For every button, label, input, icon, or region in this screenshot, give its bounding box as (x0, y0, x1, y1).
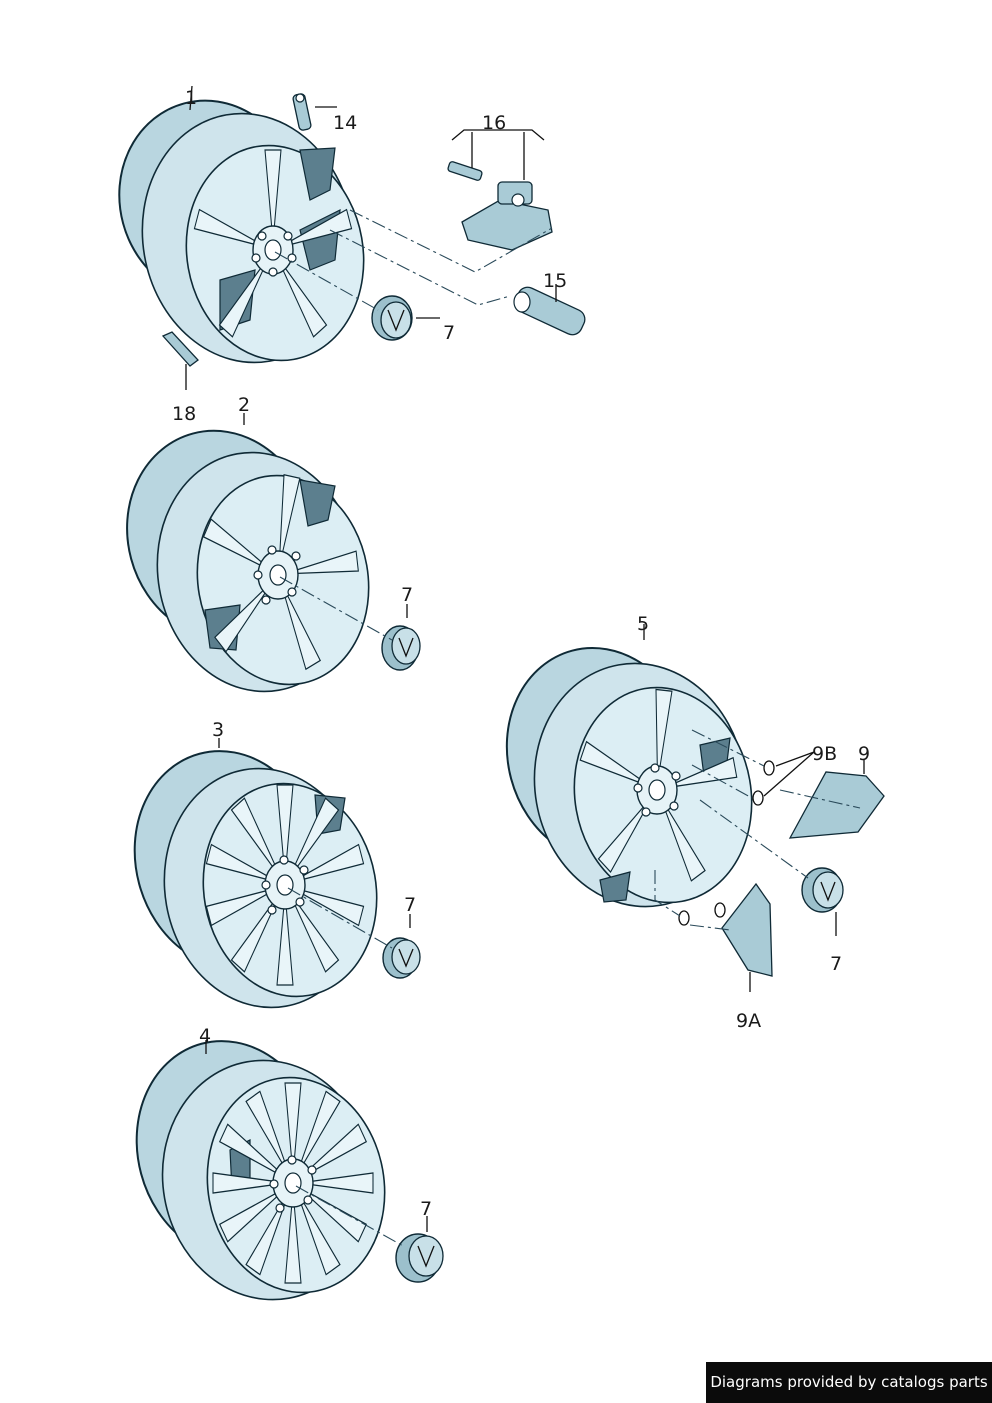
label-5: 5 (637, 613, 649, 635)
center-cap-1 (371, 295, 413, 341)
label-15: 15 (543, 270, 567, 292)
label-2: 2 (238, 394, 250, 416)
wheel-5 (505, 646, 753, 908)
label-16: 16 (482, 112, 506, 134)
trim-insert-9a (721, 882, 773, 977)
label-7e: 7 (830, 953, 842, 975)
valve-14 (292, 93, 312, 131)
label-4: 4 (199, 1025, 211, 1047)
label-7c: 7 (404, 894, 416, 916)
label-9a: 9A (736, 1010, 761, 1032)
label-7d: 7 (420, 1198, 432, 1220)
wheel-2 (126, 429, 370, 693)
label-7a: 7 (443, 322, 455, 344)
label-14: 14 (333, 112, 357, 134)
label-7b: 7 (401, 584, 413, 606)
trim-insert-9 (788, 771, 885, 839)
ring-9b-lower (752, 790, 764, 806)
center-cap-5 (801, 867, 844, 913)
tpms-sensor-16 (447, 161, 553, 251)
valve-15 (513, 286, 586, 336)
center-cap-3 (382, 937, 421, 979)
attribution-footer: Diagrams provided by catalogs parts (706, 1362, 992, 1403)
ring-9a-left (678, 910, 690, 926)
center-cap-2 (381, 625, 421, 671)
ring-9a-right (714, 902, 726, 918)
wheel-1 (118, 99, 365, 364)
wheel-4 (135, 1040, 386, 1301)
label-9b: 9B (812, 743, 837, 765)
label-3: 3 (212, 719, 224, 741)
label-18: 18 (172, 403, 196, 425)
label-1: 1 (185, 87, 197, 109)
wheel-3 (133, 750, 378, 1009)
center-cap-4 (395, 1233, 444, 1283)
label-9: 9 (858, 743, 870, 765)
balance-weight-18 (161, 331, 199, 367)
ring-9b-upper (763, 760, 775, 776)
